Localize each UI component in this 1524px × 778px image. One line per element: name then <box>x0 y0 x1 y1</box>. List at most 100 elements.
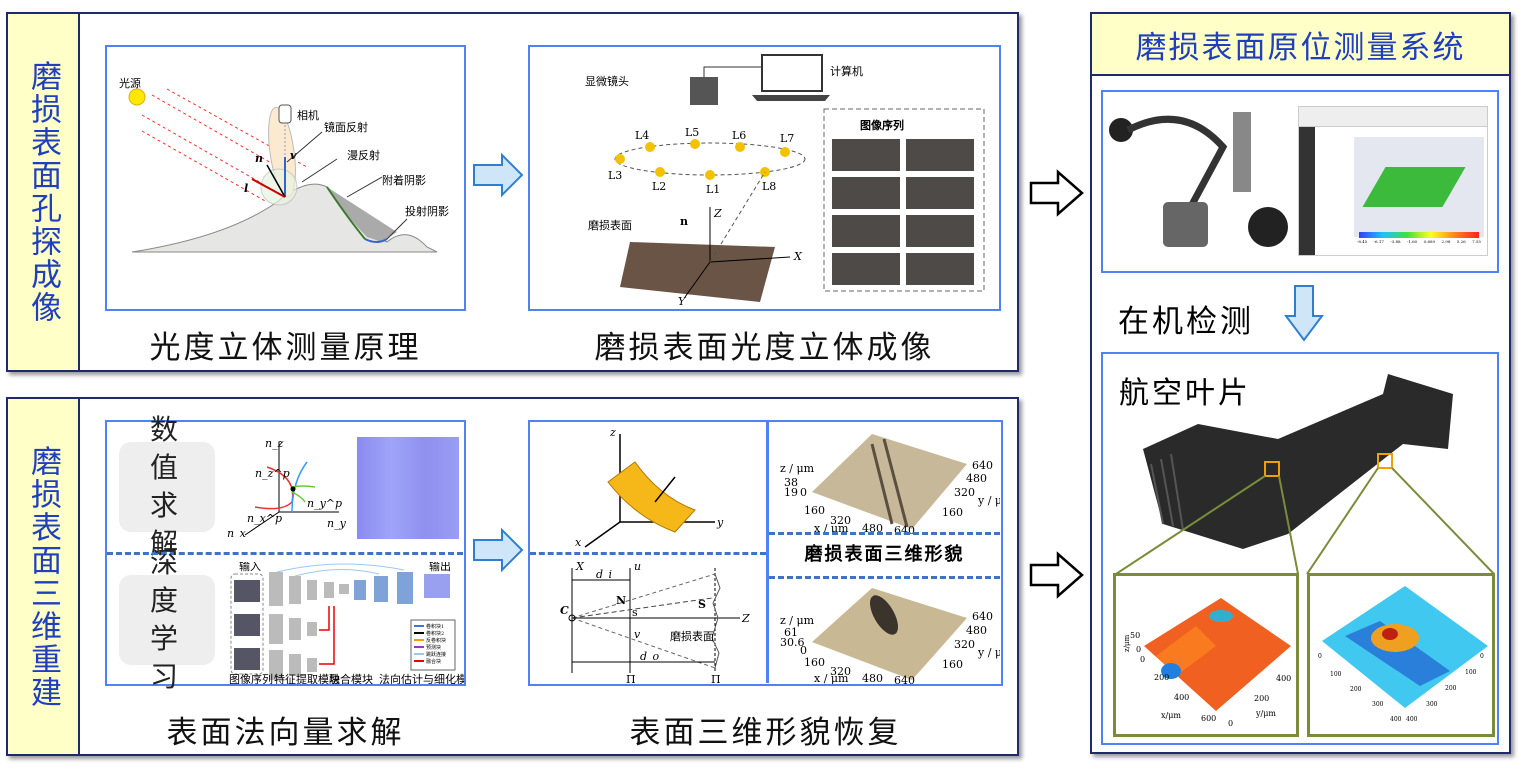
z-tick: 0 <box>1136 645 1141 654</box>
z-label: z / μm <box>780 462 815 475</box>
axis-nyp: n_y^p <box>307 497 342 510</box>
x-tick: 400 <box>1174 693 1189 702</box>
legend-item: 卷积块1 <box>426 623 444 630</box>
label-s: s <box>632 606 638 619</box>
x-tick: 320 <box>830 665 851 678</box>
label-v: v <box>290 149 297 162</box>
colorbar-tick: -8.45 <box>1357 239 1368 244</box>
morphology-title: 磨损表面三维形貌 <box>804 544 965 565</box>
label-x: X <box>575 560 585 573</box>
y-tick: 160 <box>942 506 963 519</box>
legend-item: 融合块 <box>426 658 441 665</box>
label-sequence: 图像序列 <box>860 118 904 132</box>
label-l7: L7 <box>780 132 794 145</box>
label-attached-shadow: 附着阴影 <box>382 173 426 187</box>
x-tick: 600 <box>1201 714 1216 723</box>
y-tick: 200 <box>1254 694 1269 703</box>
label-l4: L4 <box>635 129 649 142</box>
label-n: n <box>255 152 263 165</box>
label-surface: 磨损表面 <box>588 218 632 232</box>
label-diffuse: 漫反射 <box>347 148 380 162</box>
label-l1: L1 <box>706 183 720 196</box>
y-tick: 320 <box>954 638 975 651</box>
blade-box: 航空叶片 50 0 z/μm 0 200 400 600 x/μm 0 200 … <box>1101 352 1499 745</box>
principle-caption: 光度立体测量原理 <box>149 330 422 366</box>
surface-gradient-diagram: z y x <box>575 426 724 549</box>
vertical-divider <box>766 422 769 683</box>
y-tick: 300 <box>1426 701 1438 708</box>
label-l: l <box>244 182 248 195</box>
colorbar-tick: 0.689 <box>1423 239 1436 244</box>
label-do: d_o <box>640 650 660 663</box>
zoom-plot-right: 0 100 200 300 400 0 100 200 300 400 <box>1307 573 1495 737</box>
colorbar-tick: -3.88 <box>1390 239 1401 244</box>
x-tick: 320 <box>830 514 851 527</box>
principle-box: 光源 相机 镜面反射 漫反射 附着阴影 投射阴影 n v l <box>105 45 466 311</box>
label-computer: 计算机 <box>830 64 863 78</box>
zoom-plot-left: 50 0 z/μm 0 200 400 600 x/μm 0 200 400 y… <box>1113 573 1299 737</box>
z-tick: 61 <box>784 626 798 639</box>
label-cast-shadow: 投射阴影 <box>405 204 449 218</box>
zoom-marker-left <box>1264 461 1280 477</box>
axis-nx: n_x <box>227 527 247 537</box>
label-fusion-module: 融合模块 <box>329 672 373 684</box>
label-feature-module: 特征提取模块 <box>274 672 340 684</box>
normal-solving-caption: 表面法向量求解 <box>166 715 405 751</box>
y-tick: 160 <box>942 658 963 671</box>
y-tick: 640 <box>972 610 993 623</box>
deep-learning-label: 深度学习 <box>119 546 215 693</box>
divider <box>769 576 1000 579</box>
image-sequence-thumbnails <box>832 139 974 285</box>
reconstruction-side-label: 磨损表面三维重建 <box>8 399 80 754</box>
measurement-device-photo <box>1109 112 1288 247</box>
x-tick: 640 <box>894 524 915 534</box>
height-map-right: 0 100 200 300 400 0 100 200 300 400 <box>1318 586 1488 723</box>
y-label: y/μm <box>1255 709 1276 718</box>
system-title: 磨损表面原位测量系统 <box>1092 14 1509 76</box>
label-light: 光源 <box>119 76 141 90</box>
label-camera: 相机 <box>297 108 319 122</box>
microscope-lens-icon <box>690 77 718 105</box>
height-map-left: 50 0 z/μm 0 200 400 600 x/μm 0 200 400 y… <box>1123 598 1291 728</box>
colorbar-tick: 2.98 <box>1441 239 1451 244</box>
axis-ny: n_y <box>327 517 347 530</box>
normal-space-diagram: n_z n_y n_x n_z^p n_y^p n_x^p <box>227 437 347 537</box>
x-tick: 640 <box>894 674 915 684</box>
legend-item: 预测块 <box>426 644 441 651</box>
x-tick: 160 <box>804 656 825 669</box>
x-tick: 0 <box>1318 653 1322 660</box>
y-tick: 200 <box>1445 685 1457 692</box>
legend-item: 卷积块2 <box>426 630 444 637</box>
label-di: d_i <box>596 568 612 581</box>
label-pi: Π <box>711 673 721 683</box>
axis-z-label: z <box>609 426 616 439</box>
y-tick: 400 <box>1406 716 1418 723</box>
x-tick: 480 <box>862 672 883 684</box>
z-tick: 30.6 <box>780 636 805 649</box>
y-label: y / μm <box>977 646 1000 659</box>
photometric-principle-diagram: 光源 相机 镜面反射 漫反射 附着阴影 投射阴影 n v l <box>119 76 449 253</box>
axis-nz: n_z <box>265 437 284 450</box>
label-l2: L2 <box>652 180 666 193</box>
laptop-icon <box>752 54 830 101</box>
zoom-marker-right <box>1377 453 1393 469</box>
right-arrow-icon <box>473 152 524 198</box>
recovery-caption: 表面三维形貌恢复 <box>629 715 902 751</box>
label-z: Z <box>741 612 750 625</box>
blade-label: 航空叶片 <box>1119 376 1251 411</box>
label-l3: L3 <box>608 169 622 182</box>
colorbar-tick: 7.55 <box>1472 239 1481 244</box>
label-pi: Π <box>626 673 636 683</box>
label-v: v <box>634 628 641 641</box>
x-tick: 300 <box>1372 701 1384 708</box>
hollow-right-arrow-icon <box>1029 551 1084 599</box>
label-n: N <box>616 594 626 607</box>
hollow-right-arrow-icon <box>1029 169 1084 217</box>
axis-y: Y <box>678 295 687 307</box>
axis-nxp: n_x^p <box>247 512 282 525</box>
stereo-imaging-caption: 磨损表面光度立体成像 <box>594 330 935 366</box>
label-image-sequence: 图像序列 <box>229 672 273 684</box>
